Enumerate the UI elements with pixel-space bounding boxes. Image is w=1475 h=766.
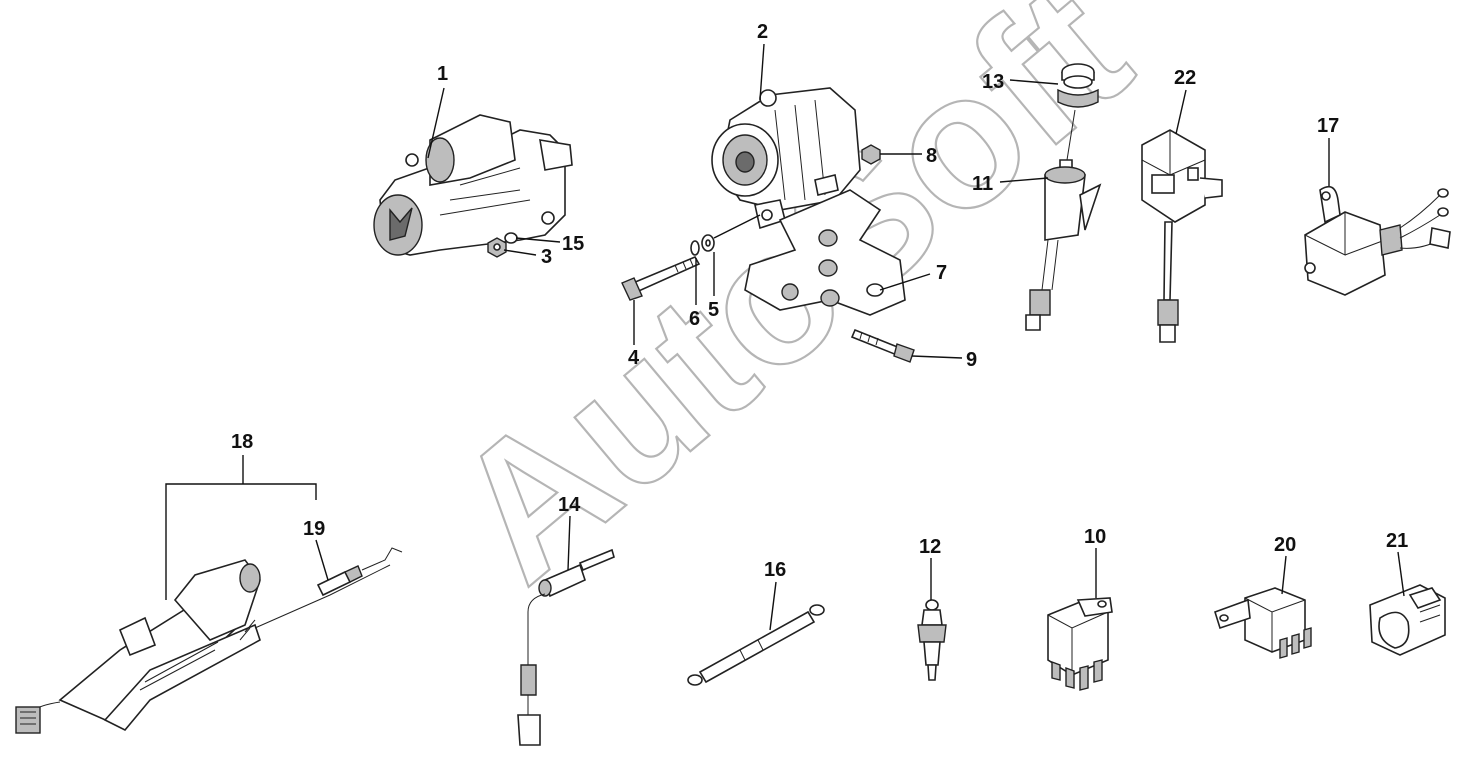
callout-12: 12 — [919, 536, 941, 558]
part-nut-3 — [487, 237, 507, 258]
callout-6: 6 — [689, 308, 700, 330]
callout-16: 16 — [764, 559, 786, 581]
part-washer-5 — [701, 234, 715, 252]
callout-11: 11 — [972, 173, 993, 195]
callout-19: 19 — [303, 518, 325, 540]
callout-8: 8 — [926, 145, 937, 167]
part-connector-21 — [1369, 584, 1446, 656]
callout-1: 1 — [437, 63, 448, 85]
part-sender-11 — [1025, 159, 1102, 331]
callout-5: 5 — [708, 299, 719, 321]
callout-15: 15 — [562, 233, 584, 255]
part-washer-6 — [690, 240, 700, 256]
callout-10: 10 — [1084, 526, 1106, 548]
callout-2: 2 — [757, 21, 768, 43]
part-alternator — [711, 87, 861, 230]
part-nut-8 — [861, 144, 881, 165]
callout-13: 13 — [982, 71, 1004, 93]
part-washer-15 — [504, 232, 518, 244]
part-13-wire — [1066, 109, 1076, 161]
part-sensor-14 — [517, 548, 615, 746]
callout-7: 7 — [936, 262, 947, 284]
part-cable-19 — [239, 547, 403, 641]
callout-18: 18 — [231, 431, 253, 453]
callout-20: 20 — [1274, 534, 1296, 556]
part-switch-17 — [1304, 185, 1451, 296]
part-ground-cable-16 — [687, 604, 825, 686]
leader-lines — [165, 43, 1405, 631]
part-temp-sensor-12 — [917, 599, 947, 681]
callout-4: 4 — [628, 347, 640, 369]
callout-9: 9 — [966, 349, 977, 371]
part-starter-motor — [373, 114, 573, 256]
part-bolt-9 — [850, 328, 915, 363]
part-actuator-18 — [15, 559, 261, 734]
part-bracket-7 — [744, 189, 906, 316]
part-cap-13 — [1057, 63, 1099, 108]
callout-numbers: 1 2 3 15 4 6 5 7 8 9 13 11 22 17 18 19 1… — [231, 21, 1408, 581]
callout-21: 21 — [1386, 530, 1408, 552]
callout-3: 3 — [541, 246, 552, 268]
part-bolt-4 — [621, 255, 701, 301]
part-relay-20 — [1214, 587, 1312, 659]
callout-22: 22 — [1174, 67, 1196, 89]
callout-14: 14 — [558, 494, 581, 516]
callout-17: 17 — [1317, 115, 1339, 137]
part-relay-10 — [1047, 597, 1113, 691]
part-module-22 — [1141, 129, 1223, 343]
